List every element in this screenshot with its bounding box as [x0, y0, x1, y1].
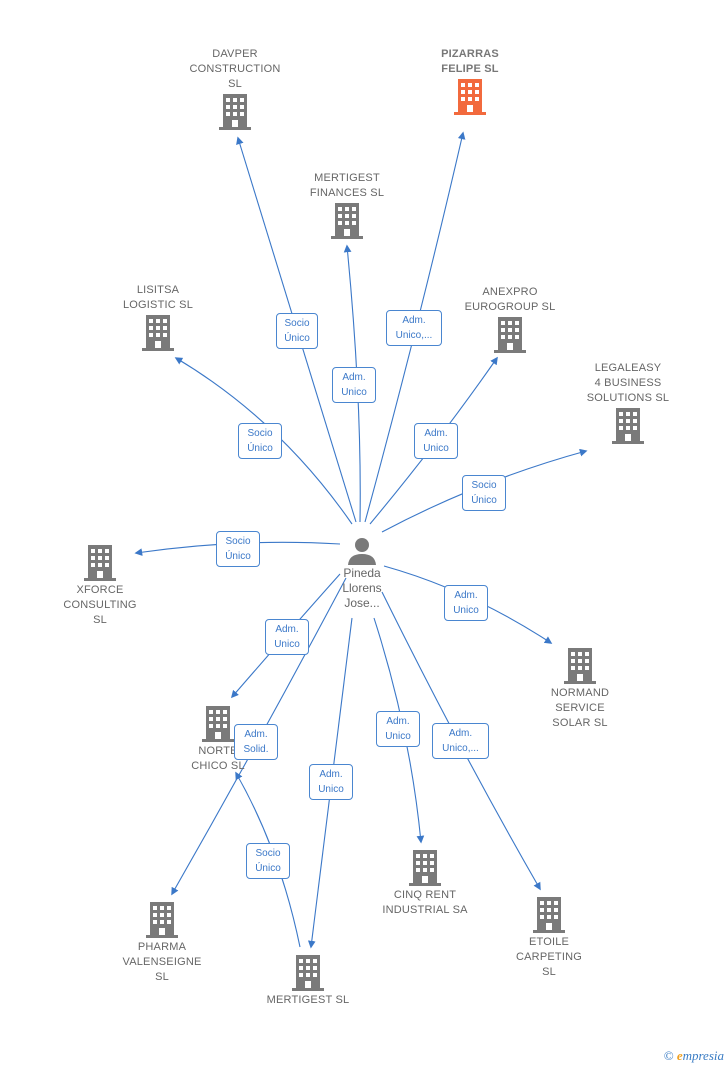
building-icon — [84, 545, 116, 581]
edge-label-xforce[interactable]: Socio Único — [216, 531, 260, 567]
building-icon — [146, 902, 178, 938]
edge-label-davper[interactable]: Socio Único — [276, 313, 318, 349]
person-icon — [348, 538, 376, 565]
building-icon — [564, 648, 596, 684]
company-xforce[interactable]: XFORCE CONSULTING SL — [35, 545, 165, 628]
company-davper[interactable]: DAVPER CONSTRUCTION SL — [170, 47, 300, 130]
company-lisitsa[interactable]: LISITSA LOGISTIC SL — [93, 283, 223, 351]
company-label: MERTIGEST SL — [266, 994, 350, 1006]
building-icon-highlighted — [454, 79, 486, 115]
edge-label-mertigest[interactable]: Adm. Unico — [309, 764, 353, 800]
company-label: NORMAND SERVICE SOLAR SL — [550, 687, 610, 729]
company-pizarras[interactable]: PIZARRAS FELIPE SL — [405, 47, 535, 115]
edge-label-anexpro[interactable]: Adm. Unico — [414, 423, 458, 459]
edge-label-legaleasy[interactable]: Socio Único — [462, 475, 506, 511]
company-anexpro[interactable]: ANEXPRO EUROGROUP SL — [445, 285, 575, 353]
copyright-symbol: © — [663, 1048, 674, 1063]
person-label: Pineda Llorens Jose... — [342, 566, 382, 610]
brand-name: mpresia — [682, 1048, 724, 1063]
company-label: LISITSA LOGISTIC SL — [122, 284, 194, 311]
company-pharma[interactable]: PHARMA VALENSEIGNE SL — [97, 902, 227, 985]
building-icon — [612, 408, 644, 444]
company-label: ETOILE CARPETING SL — [516, 936, 582, 978]
company-etoile[interactable]: ETOILE CARPETING SL — [484, 897, 614, 980]
company-cinq-rent[interactable]: CINQ RENT INDUSTRIAL SA — [360, 850, 490, 918]
building-icon — [219, 94, 251, 130]
edge-label-lisitsa[interactable]: Socio Único — [238, 423, 282, 459]
company-mertigest-finances[interactable]: MERTIGEST FINANCES SL — [282, 171, 412, 239]
company-label: DAVPER CONSTRUCTION SL — [189, 48, 281, 90]
edge-label-norte-chico[interactable]: Adm. Unico — [265, 619, 309, 655]
company-normand[interactable]: NORMAND SERVICE SOLAR SL — [515, 648, 645, 731]
company-mertigest[interactable]: MERTIGEST SL — [243, 955, 373, 1008]
edge-label-etoile[interactable]: Adm. Unico,... — [432, 723, 489, 759]
edge-label-normand[interactable]: Adm. Unico — [444, 585, 488, 621]
company-label: PHARMA VALENSEIGNE SL — [122, 941, 202, 983]
company-label: CINQ RENT INDUSTRIAL SA — [382, 889, 468, 916]
edge-label-mertigest-finances[interactable]: Adm. Unico — [332, 367, 376, 403]
company-label: XFORCE CONSULTING SL — [63, 584, 137, 626]
company-label: MERTIGEST FINANCES SL — [309, 172, 385, 199]
building-icon — [202, 706, 234, 742]
edge-label-cinq-rent[interactable]: Adm. Unico — [376, 711, 420, 747]
edge-label-pizarras[interactable]: Adm. Unico,... — [386, 310, 442, 346]
company-label: PIZARRAS FELIPE SL — [441, 48, 499, 75]
brand-logo: © empresia — [664, 1048, 724, 1064]
edge-label-norte-mertigest[interactable]: Socio Único — [246, 843, 290, 879]
company-legaleasy[interactable]: LEGALEASY 4 BUSINESS SOLUTIONS SL — [563, 361, 693, 444]
company-label: NORTE CHICO SL — [191, 745, 245, 772]
company-label: LEGALEASY 4 BUSINESS SOLUTIONS SL — [586, 362, 670, 404]
company-label: ANEXPRO EUROGROUP SL — [464, 286, 556, 313]
building-icon — [494, 317, 526, 353]
building-icon — [292, 955, 324, 991]
person-node[interactable]: Pineda Llorens Jose... — [322, 536, 402, 611]
edge-label-pharma[interactable]: Adm. Solid. — [234, 724, 278, 760]
building-icon — [142, 315, 174, 351]
building-icon — [533, 897, 565, 933]
building-icon — [409, 850, 441, 886]
brand-initial: e — [676, 1048, 683, 1063]
building-icon — [331, 203, 363, 239]
company-norte-chico[interactable]: NORTE CHICO SL — [153, 706, 283, 774]
